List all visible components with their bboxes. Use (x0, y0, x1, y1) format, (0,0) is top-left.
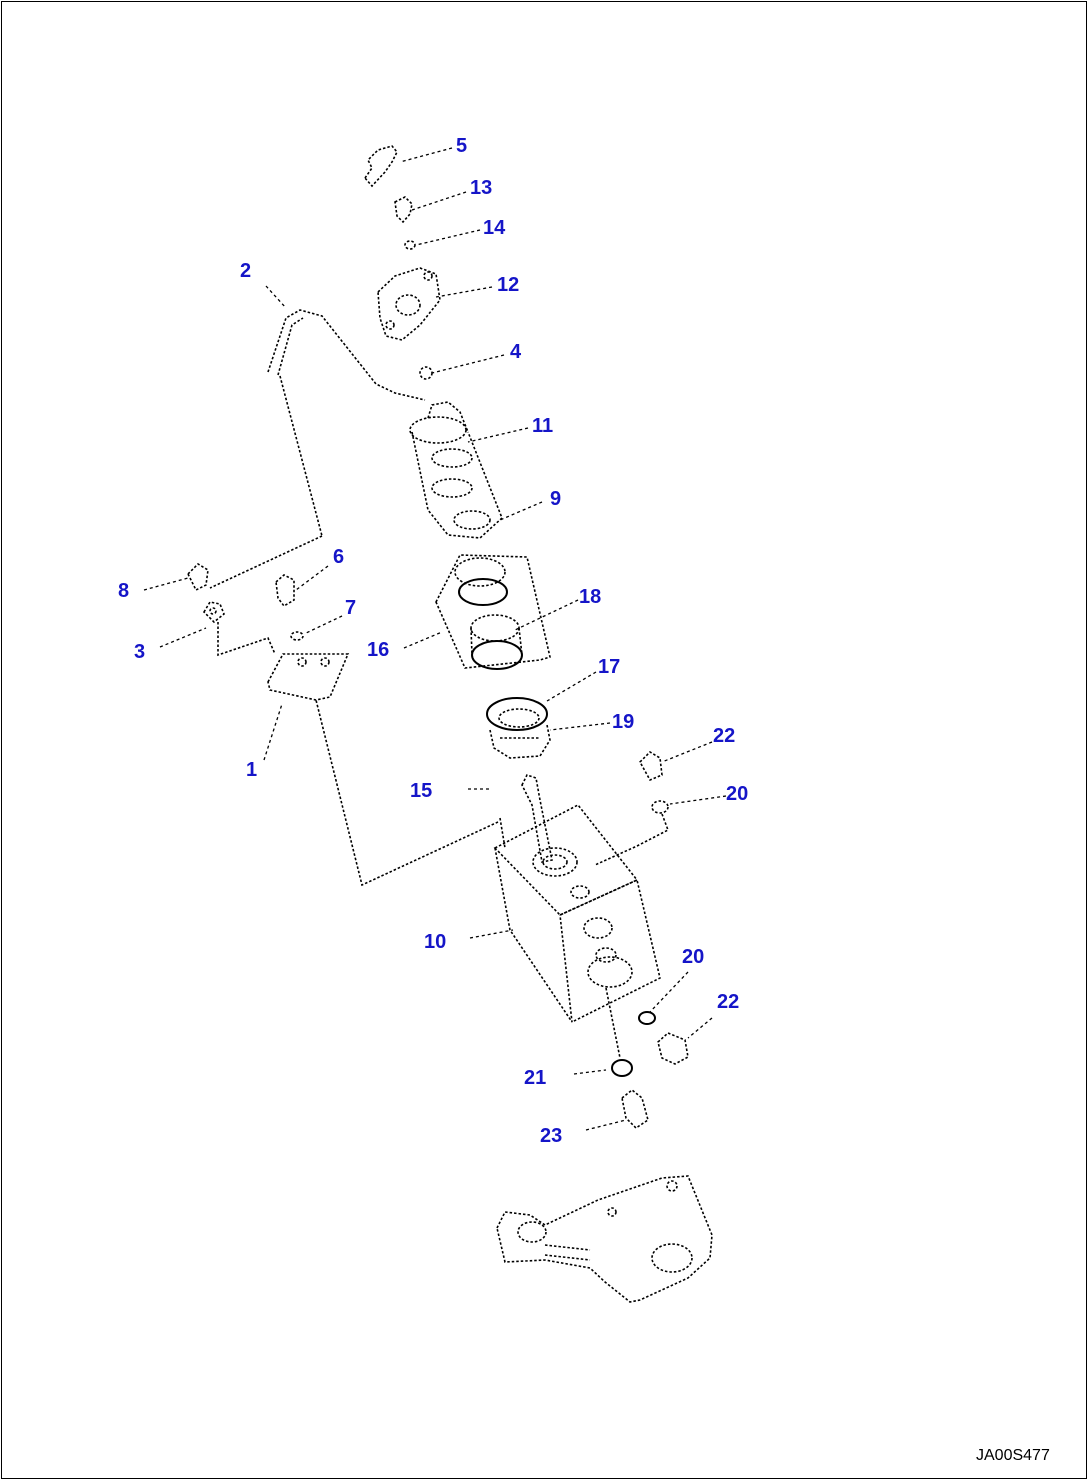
callout-22-bottom: 22 (717, 991, 739, 1013)
callout-10: 10 (424, 931, 446, 953)
part-3-joint (202, 601, 225, 624)
part-21-oring (605, 987, 633, 1077)
callout-20-top: 20 (726, 783, 748, 805)
part-8-bolt (187, 562, 209, 592)
drawing-code: JA00S477 (976, 1447, 1050, 1464)
part-5-clip (363, 145, 398, 188)
part-22-plug-top (639, 750, 663, 782)
callout-11: 11 (532, 415, 553, 437)
callout-21: 21 (524, 1067, 546, 1089)
callout-13: 13 (470, 177, 492, 199)
callout-2: 2 (240, 260, 251, 282)
callout-22-top: 22 (713, 725, 735, 747)
callout-7: 7 (345, 597, 356, 619)
callout-8: 8 (118, 580, 129, 602)
part-13-bolt (394, 196, 413, 224)
part-10-valve-block (493, 803, 661, 1023)
part-16-assembly (435, 554, 551, 669)
callout-18: 18 (579, 586, 601, 608)
part-20-oring-top (594, 800, 669, 866)
leader-lines (143, 147, 727, 1131)
part-16-bushing (454, 557, 508, 606)
part-12-flange (377, 267, 441, 341)
callout-19: 19 (612, 711, 634, 733)
callout-15: 15 (410, 780, 432, 802)
part-15-shaft (521, 774, 553, 863)
callout-20-bottom: 20 (682, 946, 704, 968)
part-7-washer (290, 631, 304, 641)
part-9-tube (411, 431, 503, 539)
part-6-bolt (275, 574, 295, 608)
pipe-line (209, 375, 499, 887)
part-18-ring (470, 614, 523, 670)
part-23-plug (621, 1088, 649, 1130)
callout-9: 9 (550, 488, 561, 510)
part-11-boot (409, 401, 469, 444)
part-20-oring-bottom (638, 1011, 656, 1025)
callout-4: 4 (510, 341, 522, 363)
callout-3: 3 (134, 641, 145, 663)
callout-17: 17 (598, 656, 620, 678)
callout-1: 1 (246, 759, 257, 781)
part-17-ring (486, 697, 548, 731)
callout-5: 5 (456, 135, 467, 157)
part-1-bracket (217, 622, 350, 701)
part-2-rod (267, 309, 426, 401)
part-14-washer (404, 240, 416, 250)
callout-6: 6 (333, 546, 344, 568)
part-lower-bracket (496, 1175, 713, 1303)
part-22-plug-bottom (657, 1032, 689, 1065)
callout-16: 16 (367, 639, 389, 661)
callout-12: 12 (497, 274, 519, 296)
part-4-ball (419, 366, 433, 380)
callout-23: 23 (540, 1125, 562, 1147)
part-19-bushing (489, 724, 551, 759)
callout-14: 14 (483, 217, 506, 239)
